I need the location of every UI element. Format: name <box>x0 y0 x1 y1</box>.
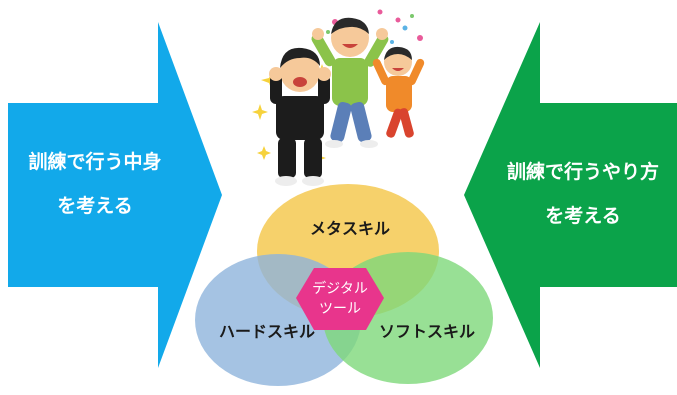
left-arrow-text: 訓練で行う中身 を考える <box>20 140 170 228</box>
right-arrow-line1: 訓練で行うやり方 <box>506 161 659 183</box>
right-arrow-line2: を考える <box>545 205 621 227</box>
jumping-man-icon <box>311 17 389 148</box>
venn-label-hard: ハードスキル <box>218 322 315 341</box>
celebration-illustration <box>252 9 425 186</box>
left-arrow-line1: 訓練で行う中身 <box>28 151 162 173</box>
right-arrow <box>464 22 677 368</box>
cheering-student-icon <box>269 47 331 186</box>
right-arrow-text: 訓練で行うやり方 を考える <box>498 150 668 238</box>
center-hexagon-text: デジタル ツール <box>296 279 384 319</box>
jumping-child-icon <box>372 46 425 138</box>
center-line1: デジタル <box>312 281 368 297</box>
center-hexagon <box>296 268 384 330</box>
left-arrow-line2: を考える <box>57 195 133 217</box>
center-line2: ツール <box>319 301 361 317</box>
left-arrow <box>8 22 222 368</box>
venn-label-soft: ソフトスキル <box>378 322 475 341</box>
venn-label-meta: メタスキル <box>309 219 390 238</box>
